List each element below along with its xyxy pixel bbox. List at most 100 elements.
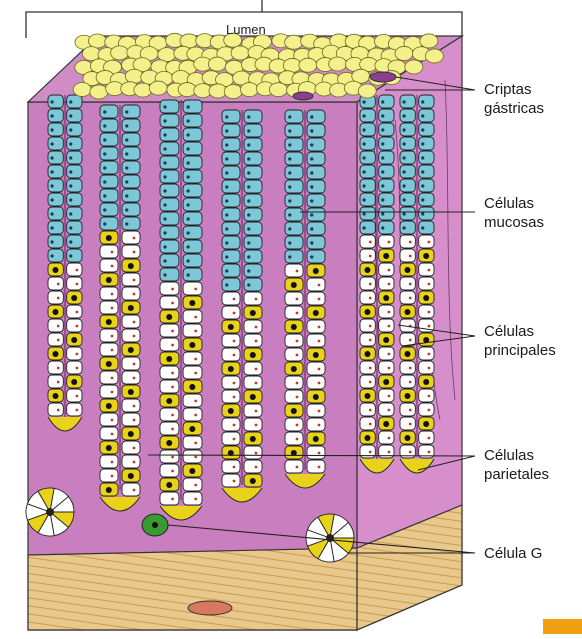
cell-granule [76,409,79,412]
mucous-cell [379,165,394,178]
cross-section-lumen [46,508,54,516]
chief-cell [160,464,179,477]
label-line: Células [484,194,544,213]
mucous-cell [307,208,325,221]
chief-cell [307,278,325,291]
mucous-cell [122,105,140,118]
cell-nucleus [421,128,424,131]
cell-nucleus [103,208,106,211]
cell-nucleus [225,213,228,216]
cell-nucleus [381,142,384,145]
cell-granule [369,255,372,258]
chief-cell [400,277,415,290]
cell-nucleus [71,337,77,343]
chief-cell [244,418,262,431]
cell-nucleus [288,199,291,202]
label-line: gástricas [484,99,544,118]
cell-nucleus [381,198,384,201]
cell-granule [133,447,136,450]
cell-granule [409,255,412,258]
chief-cell [222,460,240,473]
mucous-cell [285,208,303,221]
cell-granule [233,424,236,427]
cell-granule [296,438,299,441]
cell-nucleus [402,156,405,159]
mucous-cell [419,221,434,234]
chief-cell [307,362,325,375]
mucous-cell [400,193,415,206]
cell-nucleus [228,408,234,414]
chief-cell [122,357,140,370]
chief-cell [379,277,394,290]
cell-nucleus [163,147,166,150]
cell-nucleus [381,114,384,117]
cell-nucleus [225,185,228,188]
chief-cell [160,366,179,379]
cell-granule [296,270,299,273]
cell-nucleus [106,403,112,409]
mucous-cell [307,222,325,235]
cell-nucleus [163,231,166,234]
cell-nucleus [310,199,313,202]
chief-cell [400,291,415,304]
cell-nucleus [163,203,166,206]
chief-cell [360,361,375,374]
mucous-cell [160,100,179,113]
cell-granule [296,424,299,427]
mucous-cell [307,236,325,249]
cell-nucleus [402,142,405,145]
cell-nucleus [163,259,166,262]
chief-cell [379,389,394,402]
cell-nucleus [189,468,195,474]
chief-cell [244,334,262,347]
lumen-cell [73,82,91,96]
cell-nucleus [166,482,172,488]
cell-granule [318,340,321,343]
chief-cell [285,264,303,277]
cell-nucleus [187,273,190,276]
cell-nucleus [125,124,128,127]
mucous-cell [160,184,179,197]
cell-granule [133,419,136,422]
cell-nucleus [189,426,195,432]
chief-cell [160,450,179,463]
chief-cell [183,324,202,337]
mucous-cell [400,151,415,164]
mucous-cell [419,109,434,122]
cell-granule [388,409,391,412]
cell-granule [318,466,321,469]
mucous-cell [285,138,303,151]
chief-cell [307,418,325,431]
cell-nucleus [163,175,166,178]
cell-nucleus [225,199,228,202]
cell-nucleus [225,283,228,286]
cell-nucleus [103,138,106,141]
chief-cell [419,305,434,318]
cell-nucleus [402,100,405,103]
chief-cell [379,319,394,332]
cell-nucleus [362,100,365,103]
mucous-cell [67,193,82,206]
cell-nucleus [106,277,112,283]
mucous-cell [400,221,415,234]
cell-granule [296,354,299,357]
mucous-cell [48,165,63,178]
cell-nucleus [163,119,166,122]
label-line: parietales [484,465,549,484]
chief-cell [360,291,375,304]
chief-cell [419,347,434,360]
cell-granule [369,451,372,454]
cell-nucleus [106,361,112,367]
mucous-cell [244,138,262,151]
cell-nucleus [288,129,291,132]
mucous-cell [222,166,240,179]
mucous-cell [244,222,262,235]
mucous-cell [183,100,202,113]
cell-nucleus [125,208,128,211]
mucous-cell [379,221,394,234]
cell-granule [233,312,236,315]
gastric-gland [160,100,202,520]
cell-granule [171,302,174,305]
cell-nucleus [288,255,291,258]
cell-nucleus [50,212,53,215]
